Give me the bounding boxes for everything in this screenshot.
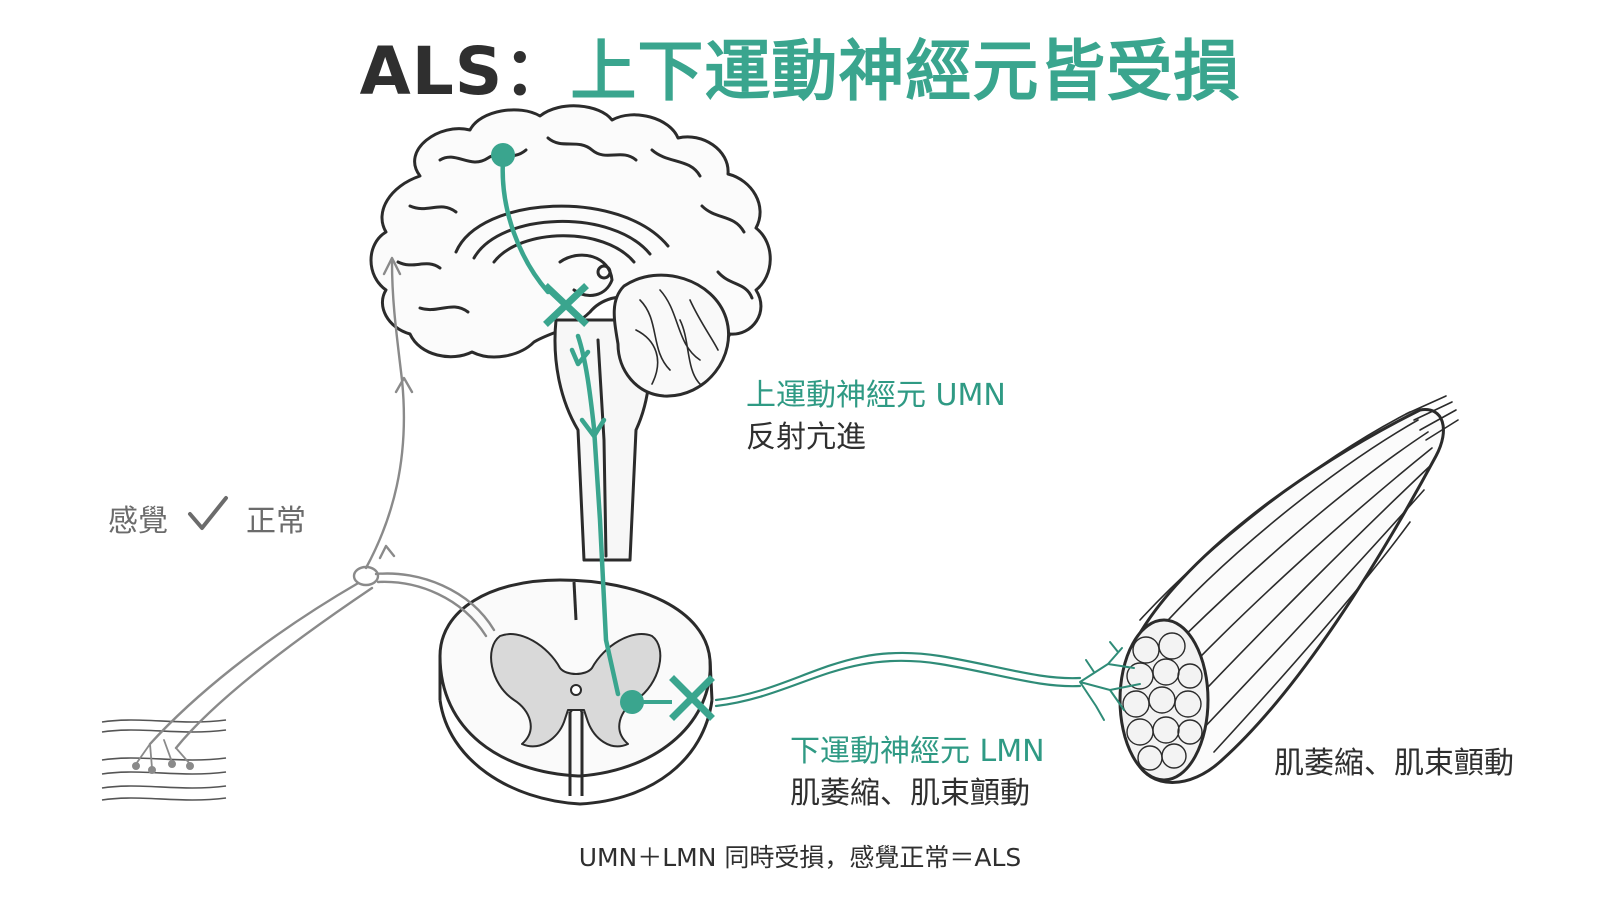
muscle <box>1118 395 1459 784</box>
check-icon <box>188 496 228 530</box>
lmn-cell-body <box>620 690 644 714</box>
lmn-sign: 肌萎縮、肌束顫動 <box>790 776 1030 811</box>
sensory-pathway <box>132 256 496 774</box>
umn-cell-body <box>491 143 515 167</box>
page-title: ALS：上下運動神經元皆受損 <box>0 18 1600 114</box>
spinal-cord-section <box>438 578 714 806</box>
footer-summary: UMN＋LMN 同時受損，感覺正常＝ALS <box>578 843 1022 872</box>
muscle-sign: 肌萎縮、肌束顫動 <box>1274 746 1514 781</box>
x-mark-icon <box>543 283 589 327</box>
title-prefix: ALS： <box>359 33 571 110</box>
lmn-label: 下運動神經元 LMN <box>790 734 1045 769</box>
brain <box>369 104 772 562</box>
sensory-status: 正常 <box>246 504 306 539</box>
skin <box>101 719 227 801</box>
title-accent: 上下運動神經元皆受損 <box>570 33 1241 110</box>
umn-label: 上運動神經元 UMN <box>746 378 1006 413</box>
lower-motor-neuron <box>620 641 1141 721</box>
sensory-label: 感覺 <box>108 504 168 539</box>
x-mark-icon <box>669 675 715 721</box>
upper-motor-neuron <box>491 143 621 697</box>
umn-sign: 反射亢進 <box>746 420 866 455</box>
